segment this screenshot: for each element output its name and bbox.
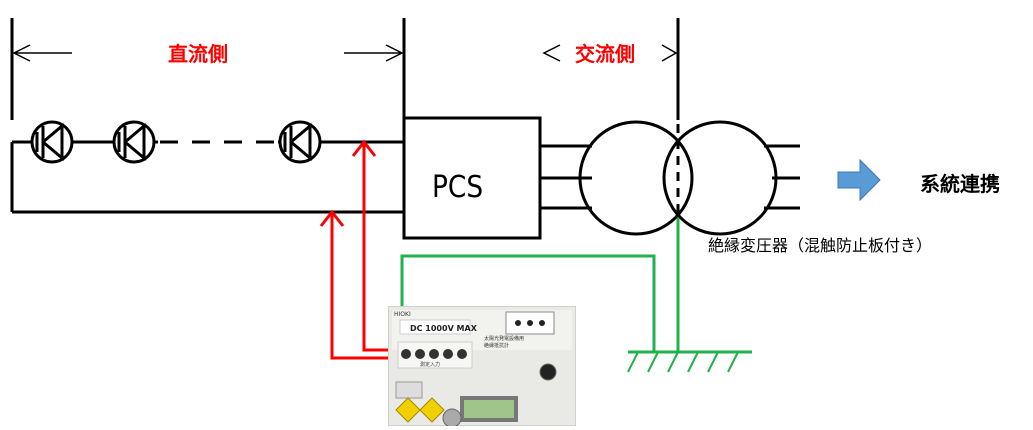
device-input-caption: 測定入力 — [420, 361, 440, 368]
pv-module-icon — [278, 120, 322, 164]
transformer-primary-coil — [578, 120, 694, 236]
grid-connection-label: 系統連携 — [920, 172, 1000, 196]
ac-span-arrow-right — [661, 44, 678, 62]
device-title-line2: 絶縁抵抗計 — [484, 342, 509, 349]
transformer-label: 絶縁変圧器（混触防止板付き） — [708, 236, 933, 255]
pcs-label: PCS — [432, 170, 484, 205]
tester-earth-lead — [400, 254, 656, 352]
pv-module-icon — [30, 120, 74, 164]
ac-side-label: 交流側 — [575, 42, 635, 66]
grid-direction-arrow-icon — [837, 158, 881, 202]
device-title-line1: 太陽光発電設備用 — [484, 335, 524, 342]
transformer-secondary-coil — [662, 120, 778, 236]
measurement-lead-negative — [330, 212, 390, 360]
measurement-lead-positive — [362, 142, 390, 352]
insulation-tester-drawing: HIOKI DC 1000V MAX 太陽光発電設備用 絶縁抵抗計 測定入力 — [387, 305, 577, 428]
dc-span-arrow-right — [344, 44, 404, 62]
ac-span-arrow-left — [542, 44, 561, 62]
insulation-tester-image: HIOKI DC 1000V MAX 太陽光発電設備用 絶縁抵抗計 測定入力 — [387, 305, 577, 428]
earth-hatch — [627, 351, 739, 373]
dc-side-label: 直流側 — [168, 42, 228, 66]
device-voltage-rating: DC 1000V MAX — [410, 324, 478, 333]
lead-arrowhead-negative — [319, 209, 345, 227]
dc-span-arrow-left — [12, 44, 72, 62]
lead-arrowhead-positive — [351, 139, 377, 157]
pv-module-icon — [112, 120, 156, 164]
device-brand: HIOKI — [394, 311, 411, 318]
